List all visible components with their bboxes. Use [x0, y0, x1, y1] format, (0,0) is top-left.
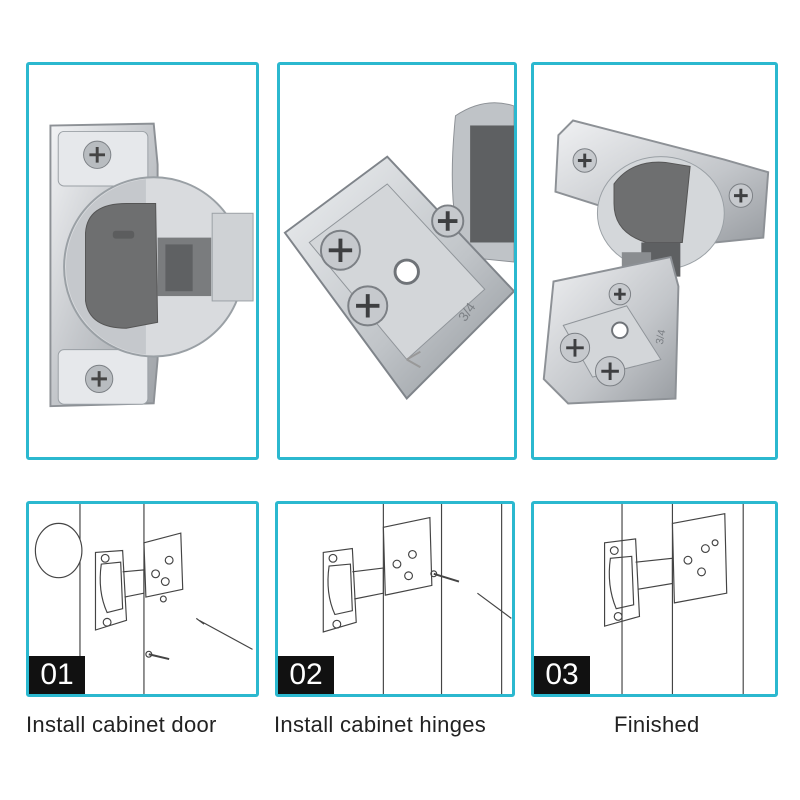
step-number-badge: 01	[29, 656, 85, 694]
step-caption-2: Install cabinet hinges	[274, 712, 487, 737]
photo-panel-hinge-front	[26, 62, 259, 460]
plate-stamp: 3/4	[654, 329, 668, 346]
hinge-open-photo: 3/4	[542, 119, 770, 405]
hinge-install-hinges-diagram	[322, 504, 512, 694]
hinge-install-door-diagram	[34, 504, 253, 694]
screw-icon	[83, 140, 114, 394]
screw-icon	[559, 148, 754, 387]
step-caption-1: Install cabinet door	[26, 712, 217, 737]
step-caption-3: Finished	[614, 712, 700, 737]
step-number-badge: 03	[534, 656, 590, 694]
hinge-plate-closeup-photo: 3/4	[283, 102, 514, 400]
step-panel-1: 01	[26, 501, 259, 697]
photo-panel-hinge-open: 3/4	[531, 62, 778, 460]
hinge-front-photo	[49, 122, 254, 408]
step-panel-2: 02	[275, 501, 515, 697]
screw-icon	[319, 204, 465, 327]
photo-panel-hinge-plate: 3/4	[277, 62, 517, 460]
step-number-badge: 02	[278, 656, 334, 694]
hinge-finished-diagram	[603, 504, 744, 694]
step-panel-3: 03	[531, 501, 778, 697]
